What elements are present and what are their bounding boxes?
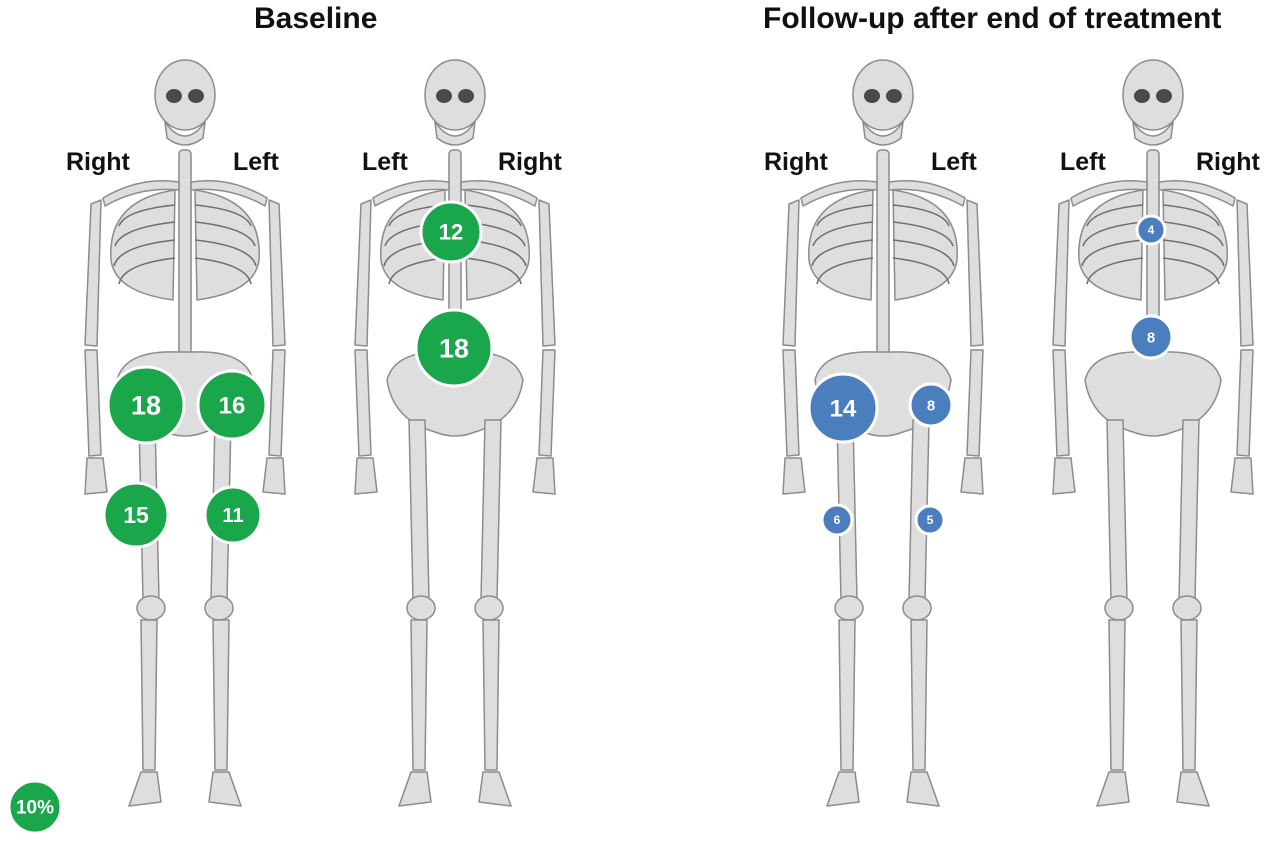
- bubble-baseline-right-knee-circle: [102, 481, 170, 549]
- bubble-baseline-left-hip: 16: [196, 369, 268, 441]
- label-baseline-posterior-left: Left: [362, 148, 408, 176]
- bubble-baseline-thoracic-spine: 12: [419, 200, 483, 264]
- bubble-baseline-lumbar-spine-label: 18: [439, 333, 469, 363]
- bubble-baseline-lumbar-spine: 18: [414, 308, 494, 388]
- bubble-followup-left-hip-circle: [908, 382, 954, 428]
- bubble-followup-left-knee-label: 5: [927, 513, 934, 527]
- bubble-baseline-right-hip-circle: [106, 365, 186, 445]
- bubble-baseline-right-knee-label: 15: [123, 502, 149, 528]
- bubble-followup-lumbar-spine-circle: [1128, 314, 1174, 360]
- bubble-followup-left-knee: 5: [914, 504, 946, 536]
- bubble-followup-left-knee-circle: [914, 504, 946, 536]
- bubble-followup-lumbar-spine-label: 8: [1147, 329, 1155, 346]
- title-baseline: Baseline: [254, 2, 378, 35]
- label-followup-posterior-left: Left: [1060, 148, 1106, 176]
- label-followup-anterior-left: Left: [931, 148, 977, 176]
- label-baseline-posterior-right: Right: [498, 148, 562, 176]
- bubble-followup-thoracic-spine-circle: [1135, 214, 1167, 246]
- bubble-baseline-left-knee-circle: [203, 485, 263, 545]
- bubble-followup-right-knee: 6: [820, 503, 854, 537]
- bubble-followup-left-hip-label: 8: [927, 397, 935, 414]
- label-baseline-anterior-left: Left: [233, 148, 279, 176]
- bubble-followup-lumbar-spine: 8: [1128, 314, 1174, 360]
- bubble-followup-right-hip-label: 14: [830, 395, 857, 422]
- bubble-layer: 18 16 15 11 12 18 14 8 6 5 4 8 10%: [7, 200, 1174, 835]
- bubble-followup-right-hip-circle: [807, 372, 879, 444]
- label-followup-anterior-right: Right: [764, 148, 828, 176]
- label-followup-posterior-right: Right: [1196, 148, 1260, 176]
- bubble-baseline-right-hip-label: 18: [131, 390, 161, 420]
- legend-bubble: 10%: [7, 779, 63, 835]
- bubble-baseline-thoracic-spine-label: 12: [439, 220, 463, 245]
- label-baseline-anterior-right: Right: [66, 148, 130, 176]
- bubble-baseline-right-knee: 15: [102, 481, 170, 549]
- bubble-baseline-left-knee: 11: [203, 485, 263, 545]
- bubble-followup-right-hip: 14: [807, 372, 879, 444]
- legend-bubble-circle: [7, 779, 63, 835]
- bubble-baseline-left-hip-circle: [196, 369, 268, 441]
- bubble-baseline-lumbar-spine-circle: [414, 308, 494, 388]
- bubble-followup-right-knee-circle: [820, 503, 854, 537]
- bubble-followup-thoracic-spine-label: 4: [1148, 223, 1155, 237]
- bubble-baseline-left-knee-label: 11: [222, 505, 243, 527]
- bubble-followup-right-knee-label: 6: [834, 513, 841, 527]
- legend-bubble-label: 10%: [16, 798, 54, 819]
- bubble-baseline-right-hip: 18: [106, 365, 186, 445]
- bubble-baseline-thoracic-spine-circle: [419, 200, 483, 264]
- bubble-followup-left-hip: 8: [908, 382, 954, 428]
- bubble-followup-thoracic-spine: 4: [1135, 214, 1167, 246]
- title-followup: Follow-up after end of treatment: [763, 2, 1222, 35]
- bubble-baseline-left-hip-label: 16: [219, 392, 246, 419]
